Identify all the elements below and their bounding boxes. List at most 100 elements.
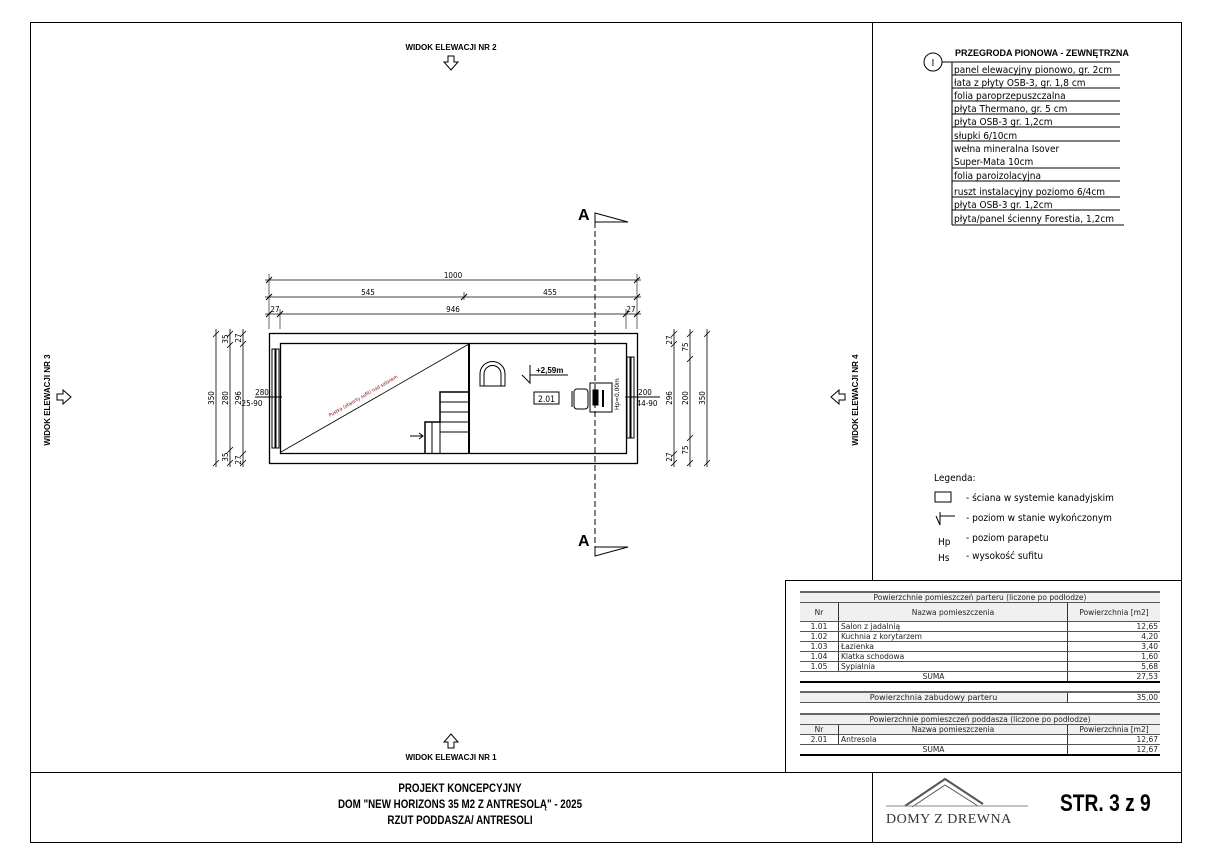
room-tag: [533, 391, 560, 405]
dim-text: 27: [665, 452, 674, 461]
cell-nr: 1.01: [800, 621, 839, 632]
section-marker-top: A: [578, 207, 629, 224]
wall-spec: I PRZEGRODA PIONOWA - ZEWNĘTRZNA panel e…: [923, 48, 1129, 226]
table-frame: [785, 580, 1181, 772]
column-header: Nazwa pomieszczenia: [838, 724, 1068, 735]
window-left: [271, 348, 280, 449]
column-header: Nazwa pomieszczenia: [838, 602, 1068, 622]
arrow-right-icon: [56, 388, 72, 406]
dim-text: 296: [665, 391, 674, 405]
dim-text: 75: [681, 342, 690, 351]
void-diagonal: [280, 343, 470, 453]
elevation-label-2: WIDOK ELEWACJI NR 2: [405, 43, 497, 52]
wall-marker: I: [932, 58, 935, 69]
wall-spec-title: PRZEGRODA PIONOWA - ZEWNĘTRZNA: [955, 48, 1129, 58]
dimension-lines-top: [265, 274, 641, 329]
legend-item: - poziom w stanie wykończonym: [966, 512, 1112, 524]
sheet-frame: [30, 22, 1182, 843]
cell-area: 1,60: [1067, 651, 1160, 662]
window-height: 25-90: [242, 399, 263, 408]
dimension-lines-right: [670, 329, 711, 467]
dim-text: 350: [698, 391, 707, 405]
project-title: PROJEKT KONCEPCYJNY DOM "NEW HORIZONS 35…: [324, 781, 596, 829]
dim-text: 1000: [444, 271, 463, 280]
dim-text: 200: [681, 391, 690, 405]
cell-name: Antresola: [838, 734, 1068, 745]
cell-area: 3,40: [1067, 641, 1160, 652]
legend-item: - ściana w systemie kanadyjskim: [966, 492, 1114, 504]
arrow-down-icon: [442, 55, 460, 71]
dim-text: 455: [543, 288, 557, 297]
cell-nr: 1.02: [800, 631, 839, 642]
sum-label: SUMA: [800, 744, 1068, 756]
wall-layer: folia paroprzepuszczalna: [954, 91, 1066, 102]
dim-text: 27: [270, 305, 279, 314]
legend-item: - poziom parapetu: [966, 533, 1049, 544]
legend: Legenda: - ściana w systemie kanadyjskim…: [934, 473, 1114, 564]
cell-nr: 2.01: [800, 734, 839, 745]
dim-text: 35: [221, 452, 230, 461]
built-area-value: 35,00: [1067, 691, 1160, 703]
title-line-2: DOM "NEW HORIZONS 35 M2 Z ANTRESOLĄ" - 2…: [337, 799, 583, 811]
cell-nr: 1.04: [800, 651, 839, 662]
ground-floor-area-table: Powierzchnie pomieszczeń parteru (liczon…: [800, 591, 1160, 683]
dim-text: 296: [234, 391, 243, 405]
wall-layer: płyta OSB-3 gr. 1,2cm: [954, 117, 1053, 128]
wall-layer: słupki 6/10cm: [954, 131, 1017, 142]
dim-text: 75: [681, 445, 690, 454]
cell-area: 12,67: [1067, 734, 1160, 745]
wall-layer: panel elewacyjny pionowo, gr. 2cm: [954, 65, 1112, 76]
cell-name: Sypialnia: [838, 661, 1068, 672]
legend-item: - wysokość sufitu: [966, 550, 1043, 562]
inner-wall: [279, 342, 628, 455]
wall-symbol-icon: [934, 491, 952, 503]
level-marker: +2,59m: [521, 365, 568, 385]
section-marker-bottom: A: [578, 533, 629, 557]
sum-label: SUMA: [800, 671, 1068, 683]
dim-text: 27: [234, 455, 243, 464]
wall-layer: wełna mineralna Isover: [954, 144, 1060, 155]
title-line-3: RZUT PODDASZA/ ANTRESOLI: [387, 815, 533, 827]
elevation-label-1: WIDOK ELEWACJI NR 1: [405, 753, 497, 762]
cell-area: 4,20: [1067, 631, 1160, 642]
svg-text:+2,59m: +2,59m: [536, 366, 563, 375]
legend-symbol: Hs: [938, 553, 950, 564]
level-symbol-icon: [935, 512, 955, 526]
dim-text: 350: [207, 391, 216, 405]
wall-layer: płyta/panel ścienny Forestia, 1,2cm: [954, 213, 1114, 225]
armchair-icon: [479, 361, 506, 387]
cell-nr: 1.05: [800, 661, 839, 672]
sum-value: 12,67: [1067, 744, 1160, 756]
wall-layer: łata z płyty OSB-3, gr. 1,8 cm: [954, 78, 1086, 89]
attic-area-table: Powierzchnie pomieszczeń poddasza (liczo…: [800, 713, 1160, 756]
wall-layer: płyta Thermano, gr. 5 cm: [954, 104, 1067, 115]
svg-text:A: A: [578, 533, 590, 550]
sill-height: Hp=0,00m: [613, 378, 621, 410]
dim-text: 946: [446, 305, 460, 314]
sum-value: 27,53: [1067, 671, 1160, 683]
arrow-left-icon: [830, 388, 846, 406]
built-area-label: Powierzchnia zabudowy parteru: [800, 691, 1068, 703]
dim-text: 27: [665, 335, 674, 344]
title-line-1: PROJEKT KONCEPCYJNY: [398, 783, 522, 795]
arrow-up-icon: [442, 733, 460, 749]
wall-layer: Super-Mata 10cm: [954, 157, 1033, 168]
dim-text: 27: [234, 333, 243, 342]
wall-layer: ruszt instalacyjny poziomo 6/4cm: [954, 187, 1105, 198]
cell-name: Łazienka: [838, 641, 1068, 652]
dim-text: 35: [221, 334, 230, 343]
table-title: Powierzchnie pomieszczeń parteru (liczon…: [800, 591, 1160, 603]
void-note: Pustka (otwarty sufit) nad salonem: [328, 374, 399, 419]
cell-area: 12,65: [1067, 621, 1160, 632]
logo-icon: [886, 777, 1028, 808]
elevation-label-4: WIDOK ELEWACJI NR 4: [851, 354, 860, 446]
table-title: Powierzchnie pomieszczeń poddasza (liczo…: [800, 713, 1160, 725]
